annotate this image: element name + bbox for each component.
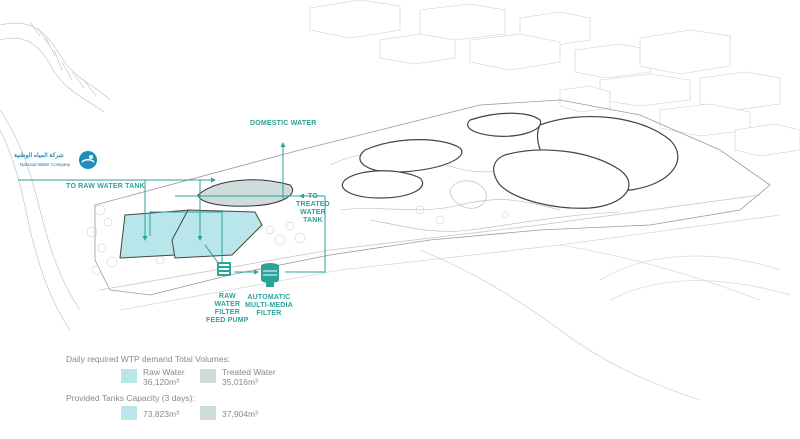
legend-raw-water-label: Raw Water [143, 367, 185, 377]
raw-capacity-swatch [121, 406, 137, 420]
raw-water-tanks [119, 209, 263, 259]
legend-treated-water-label: Treated Water [222, 367, 276, 377]
label-automatic-multi-media-filter: AUTOMATIC MULTI-MEDIA FILTER [245, 294, 293, 317]
label-to-treated-water-tank: TO TREATED WATER TANK [296, 193, 330, 224]
ponds [342, 112, 679, 209]
raw-water-swatch [121, 369, 137, 383]
treated-water-tank [197, 179, 293, 207]
logo-english-name: National Water Company [20, 162, 71, 167]
feed-pump-icon [217, 262, 231, 276]
trees [86, 204, 509, 275]
site-boundary [94, 99, 791, 401]
legend-raw-capacity-value: 73,823m³ [143, 409, 179, 419]
legend-treated-capacity-value: 37,904m³ [222, 409, 258, 419]
legend-treated-water-value: 35,016m³ [222, 377, 258, 387]
treated-water-swatch [200, 369, 216, 383]
water-drop-icon [79, 151, 97, 169]
multi-media-filter-icon [261, 263, 279, 287]
background-buildings [309, 0, 800, 157]
left-road [0, 21, 111, 331]
logo-arabic-name: شركة المياه الوطنية [14, 153, 64, 159]
legend-capacity-heading: Provided Tanks Capacity (3 days): [66, 393, 195, 403]
label-raw-water-filter-feed-pump: RAW WATER FILTER FEED PUMP [206, 293, 249, 324]
legend-raw-water-value: 36,120m³ [143, 377, 179, 387]
label-to-raw-water-tank: TO RAW WATER TANK [66, 183, 145, 190]
label-domestic-water: DOMESTIC WATER [250, 120, 317, 127]
legend-demand-heading: Daily required WTP demand Total Volumes: [66, 354, 231, 364]
flow-lines [18, 142, 326, 275]
treated-capacity-swatch [200, 406, 216, 420]
raw-water-tank-right [171, 209, 263, 259]
